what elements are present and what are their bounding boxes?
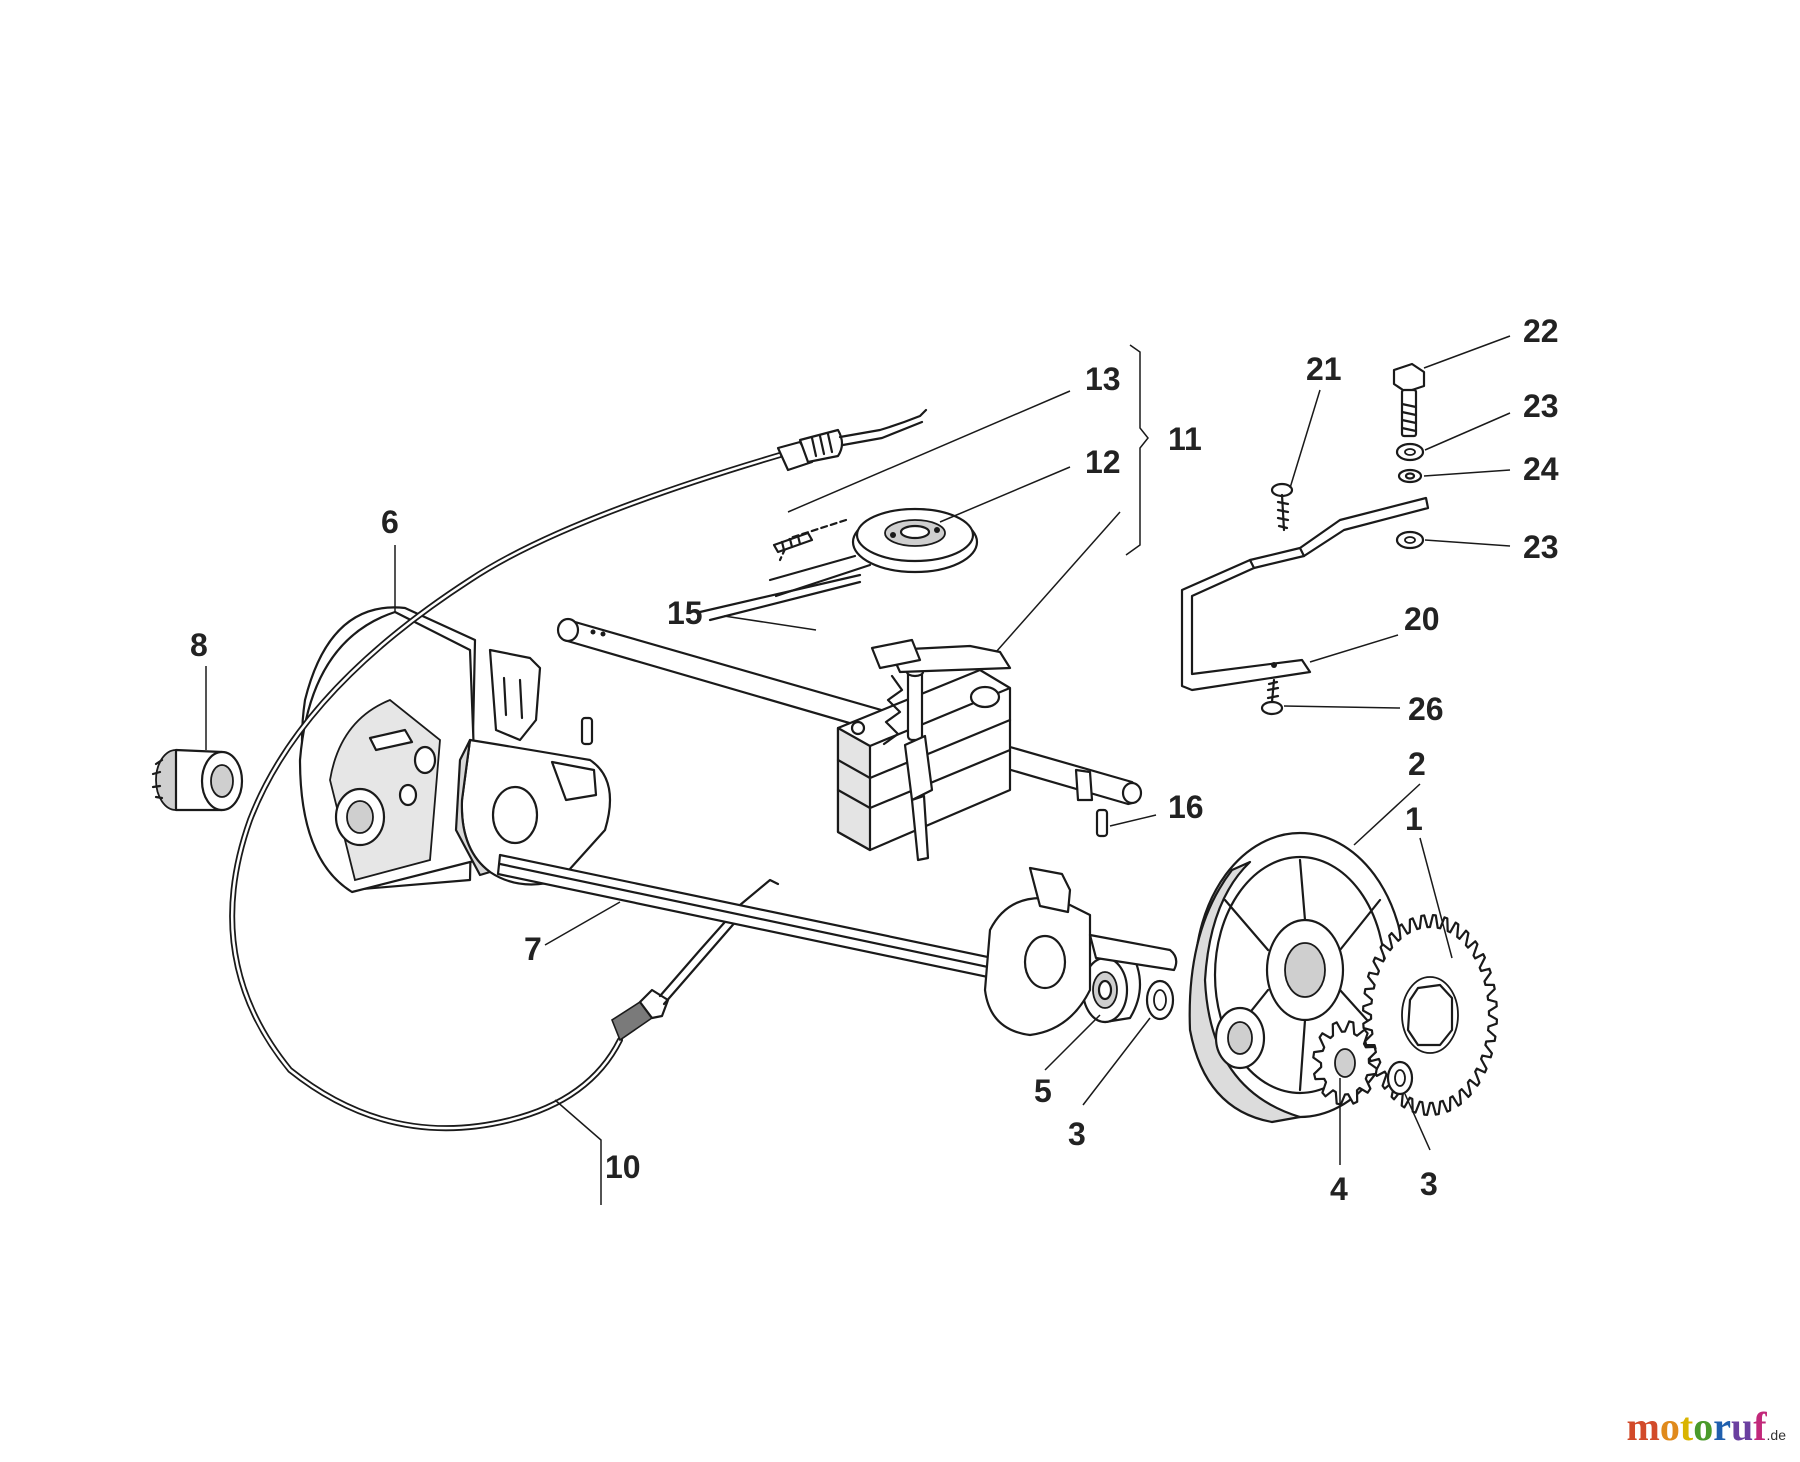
callout-23-upper: 23 [1523,388,1559,424]
callout-8: 8 [190,627,208,663]
logo-letter-0: m [1626,1404,1660,1449]
motoruf-logo: motoruf.de [1627,1403,1786,1450]
callout-13: 13 [1085,361,1121,397]
callout-26: 26 [1408,691,1444,727]
part-26-screw [1260,678,1284,716]
leader-lines [205,335,1511,1205]
part-7-axle-bracket [454,648,1082,1002]
callout-6: 6 [381,504,399,540]
logo-domain: .de [1766,1427,1786,1443]
part-20-u-bracket [1180,496,1430,692]
callout-4: 4 [1330,1171,1348,1207]
callout-15: 15 [667,595,703,631]
callout-3-left: 3 [1068,1116,1086,1152]
part-16-pin [1095,808,1109,838]
logo-letter-4: r [1713,1404,1731,1449]
callout-23-lower: 23 [1523,529,1559,565]
part-1-gear [1362,914,1498,1116]
callout-16: 16 [1168,789,1204,825]
logo-letter-3: o [1693,1404,1714,1449]
logo-letter-1: o [1659,1404,1680,1449]
callout-21: 21 [1306,351,1342,387]
part-3-washer-left [1145,979,1175,1021]
callout-2: 2 [1408,746,1426,782]
part-5-bearing [1081,948,1141,1024]
callout-22: 22 [1523,313,1559,349]
part-4-pinion [1312,1020,1378,1106]
logo-wordmark: motoruf [1627,1404,1767,1449]
logo-letter-6: f [1753,1404,1767,1449]
part-13-key [772,531,814,554]
part-12-pulley [698,507,979,622]
part-8-bushing [151,748,244,812]
gearbox-assembly [836,638,1012,862]
callout-1: 1 [1405,801,1423,837]
callout-5: 5 [1034,1073,1052,1109]
callout-11: 11 [1168,421,1202,457]
part-3-washer-right [1386,1060,1414,1096]
part-22-bolt [1392,362,1426,438]
logo-letter-2: t [1679,1404,1694,1449]
callout-24: 24 [1523,451,1559,487]
callout-20: 20 [1404,601,1440,637]
callout-10: 10 [605,1149,641,1185]
part-10-drive-cable [229,408,928,1132]
part-24-washer [1397,468,1423,484]
callout-3-right: 3 [1420,1166,1438,1202]
axle-side-bracket [983,866,1178,1037]
callout-7: 7 [524,931,542,967]
group-bracket-11 [1125,344,1149,556]
part-23-nut-upper [1395,442,1425,462]
callout-12: 12 [1085,444,1121,480]
callout-labels: 1 2 3 3 4 5 6 7 8 10 11 12 13 15 16 20 2… [190,313,1559,1207]
part-21-screw [1270,482,1294,532]
part-6-wheel-cover [298,606,480,894]
part-23-nut-lower [1395,530,1425,550]
logo-letter-5: u [1730,1404,1754,1449]
